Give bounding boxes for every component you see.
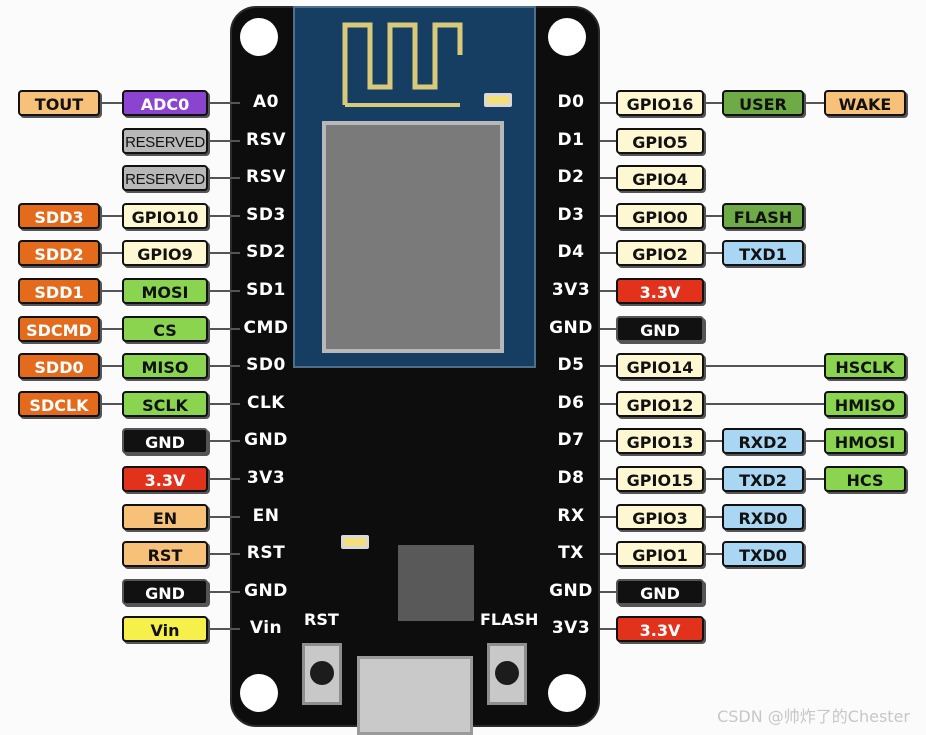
pin-tag-hcs: HCS <box>824 466 906 492</box>
pin-tag-gpio12: GPIO12 <box>616 390 704 417</box>
board-pin-label: GND <box>244 430 288 451</box>
pin-tag-gpio3: GPIO3 <box>616 503 704 530</box>
pin-tag-gpio10: GPIO10 <box>122 202 208 229</box>
pin-tag-sdd3: SDD3 <box>18 202 100 229</box>
board-pin-label: TX <box>558 543 584 564</box>
pin-tag-hmiso: HMISO <box>824 390 906 417</box>
board-pin-label: RSV <box>246 167 286 188</box>
pin-tag-gpio13: GPIO13 <box>616 428 704 455</box>
pin-tag-txd1: TXD1 <box>722 240 804 267</box>
pin-tag-gpio9: GPIO9 <box>122 240 208 267</box>
board-pin-label: 3V3 <box>551 618 591 639</box>
usb-serial-chip <box>398 545 474 621</box>
pin-tag-wake: WAKE <box>824 90 906 116</box>
board-pin-label: RX <box>557 505 585 526</box>
pin-tag-cs: CS <box>122 315 208 342</box>
pin-tag-gpio1: GPIO1 <box>616 541 704 568</box>
board-pin-label: D3 <box>557 204 585 225</box>
watermark: CSDN @帅炸了的Chester <box>717 707 910 726</box>
board-pin-label: RST <box>246 543 286 564</box>
pin-tag-gnd: GND <box>616 315 704 342</box>
pin-tag-gpio0: GPIO0 <box>616 202 704 229</box>
module-shield-chip <box>322 121 504 353</box>
board-pin-label: A0 <box>253 92 279 112</box>
board-pin-label: CLK <box>247 392 285 413</box>
board-pin-label: SD0 <box>246 355 286 376</box>
board-pin-label: CMD <box>243 317 289 338</box>
pin-tag-en: EN <box>122 503 208 530</box>
board-pin-label: D4 <box>557 242 585 263</box>
board-pin-label: Vin <box>249 618 283 639</box>
board-pin-label: RSV <box>246 129 286 150</box>
pin-tag-gpio2: GPIO2 <box>616 240 704 267</box>
pin-tag-rst: RST <box>122 541 208 568</box>
pin-wire <box>600 365 896 368</box>
board-led <box>341 535 369 549</box>
pin-tag-sdd1: SDD1 <box>18 278 100 304</box>
pin-tag-sdd0: SDD0 <box>18 353 100 380</box>
board-pin-label: 3V3 <box>246 468 286 488</box>
mount-hole-top-left <box>240 18 278 56</box>
pin-tag-gpio16: GPIO16 <box>616 90 704 116</box>
pin-tag-flash: FLASH <box>722 202 804 229</box>
board-pin-label: D0 <box>557 92 585 112</box>
pin-tag-3-3v: 3.3V <box>616 616 704 643</box>
rst-button[interactable] <box>302 643 342 705</box>
board-pin-label: GND <box>244 580 288 601</box>
pin-tag-txd2: TXD2 <box>722 466 804 492</box>
pin-tag-gnd: GND <box>122 428 208 455</box>
pin-tag-sdclk: SDCLK <box>18 390 100 417</box>
pin-tag-sclk: SCLK <box>122 390 208 417</box>
pin-tag-rxd2: RXD2 <box>722 428 804 455</box>
module-led <box>484 93 512 107</box>
board-pin-label: SD1 <box>246 280 286 300</box>
board-pin-label: D8 <box>557 468 585 488</box>
pin-tag-gpio14: GPIO14 <box>616 353 704 380</box>
board-pin-label: D5 <box>557 355 585 376</box>
flash-button[interactable] <box>487 643 527 705</box>
pin-wire <box>600 402 896 405</box>
rst-button-knob <box>310 661 334 685</box>
pin-tag-user: USER <box>722 90 804 116</box>
pin-tag-vin: Vin <box>122 616 208 643</box>
pin-tag-gpio5: GPIO5 <box>616 127 704 154</box>
pin-tag-gpio15: GPIO15 <box>616 466 704 492</box>
board-pin-label: EN <box>252 505 280 526</box>
mount-hole-bottom-right <box>548 674 586 712</box>
pin-tag-txd0: TXD0 <box>722 541 804 568</box>
mount-hole-top-right <box>548 18 586 56</box>
board-pin-label: D2 <box>557 167 585 188</box>
pin-tag-reserved: RESERVED <box>122 127 208 154</box>
board-pin-label: 3V3 <box>551 280 591 300</box>
pin-tag-adc0: ADC0 <box>122 90 208 116</box>
board-pin-label: D1 <box>557 129 585 150</box>
board-pin-label: GND <box>549 580 593 601</box>
micro-usb-connector <box>357 656 473 735</box>
pin-tag-hmosi: HMOSI <box>824 428 906 455</box>
pin-tag-mosi: MOSI <box>122 278 208 304</box>
pin-tag-miso: MISO <box>122 353 208 380</box>
antenna-trace <box>342 22 463 107</box>
pin-tag-reserved: RESERVED <box>122 165 208 192</box>
pin-tag-sdcmd: SDCMD <box>18 315 100 342</box>
board-pin-label: D7 <box>557 430 585 451</box>
mount-hole-bottom-left <box>240 674 278 712</box>
pin-tag-rxd0: RXD0 <box>722 503 804 530</box>
flash-button-knob <box>495 661 519 685</box>
rst-button-label: RST <box>304 610 339 629</box>
board-pin-label: SD2 <box>246 242 286 263</box>
pin-tag-gnd: GND <box>122 578 208 605</box>
board-pin-label: D6 <box>557 392 585 413</box>
pin-tag-hsclk: HSCLK <box>824 353 906 380</box>
pin-tag-gnd: GND <box>616 578 704 605</box>
pin-tag-gpio4: GPIO4 <box>616 165 704 192</box>
pin-tag-3-3v: 3.3V <box>616 278 704 304</box>
board-pin-label: SD3 <box>246 204 286 225</box>
board-pin-label: GND <box>549 317 593 338</box>
pin-tag-sdd2: SDD2 <box>18 240 100 267</box>
flash-button-label: FLASH <box>480 610 539 629</box>
pin-tag-tout: TOUT <box>18 90 100 116</box>
pin-tag-3-3v: 3.3V <box>122 466 208 492</box>
